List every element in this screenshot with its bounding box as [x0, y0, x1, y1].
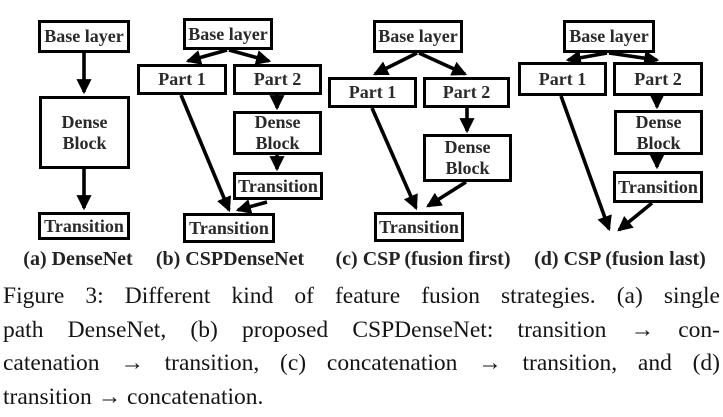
node-a-base-layer: Base layer	[38, 20, 130, 53]
node-d-part2: Part 2	[613, 62, 703, 96]
caption-line-4: transition → concatenation.	[3, 383, 264, 410]
panel-label-c: (c) CSP (fusion first)	[335, 248, 511, 270]
caption-line-1: Figure 3: Different kind of feature fusi…	[3, 283, 720, 309]
node-d-part1: Part 1	[518, 62, 607, 96]
panel-label-d: (d) CSP (fusion last)	[534, 248, 706, 270]
arrow-b-base-to-part1	[185, 48, 228, 65]
panel-label-b: (b) CSPDenseNet	[155, 248, 305, 270]
node-b-part1: Part 1	[137, 64, 227, 95]
arrow-b-part1-to-transition2	[179, 94, 232, 213]
arrow-d-transition-to-merge	[617, 201, 654, 232]
node-a-dense-block: Dense Block	[39, 96, 130, 169]
node-b-part2: Part 2	[233, 64, 322, 95]
arrow-d-base-to-part2	[608, 50, 660, 66]
node-d-base-layer: Base layer	[563, 20, 655, 53]
panel-label-a: (a) DenseNet	[23, 248, 133, 270]
arrow-d-part1-to-merge	[559, 95, 612, 232]
node-c-transition: Transition	[374, 212, 464, 242]
caption-line-2: path DenseNet, (b) proposed CSPDenseNet:…	[3, 316, 720, 343]
node-b-base-layer: Base layer	[183, 18, 273, 50]
node-c-part2: Part 2	[423, 77, 510, 108]
arrow-b-base-to-part2	[228, 48, 272, 65]
node-b-transition-upper: Transition	[233, 172, 323, 200]
caption-line-3: catenation → transition, (c) concatenati…	[3, 350, 720, 376]
node-b-transition-lower: Transition	[183, 213, 275, 243]
node-c-base-layer: Base layer	[373, 20, 463, 53]
node-c-dense-block: Dense Block	[423, 134, 512, 182]
figure-caption: Figure 3: Different kind of feature fusi…	[3, 280, 720, 414]
node-b-dense-block: Dense Block	[233, 111, 322, 155]
node-a-transition: Transition	[38, 212, 130, 240]
arrow-d-base-to-part1	[565, 50, 608, 66]
node-d-dense-block: Dense Block	[614, 110, 703, 155]
arrow-b-transition1-to-transition2	[235, 199, 268, 214]
node-d-transition: Transition	[613, 171, 703, 203]
arrow-c-part1-to-transition	[370, 107, 418, 211]
arrow-c-base-to-part2	[418, 51, 468, 76]
arrow-c-dense-to-transition	[426, 180, 467, 208]
node-c-part1: Part 1	[328, 77, 417, 108]
arrow-c-base-to-part1	[372, 51, 418, 76]
